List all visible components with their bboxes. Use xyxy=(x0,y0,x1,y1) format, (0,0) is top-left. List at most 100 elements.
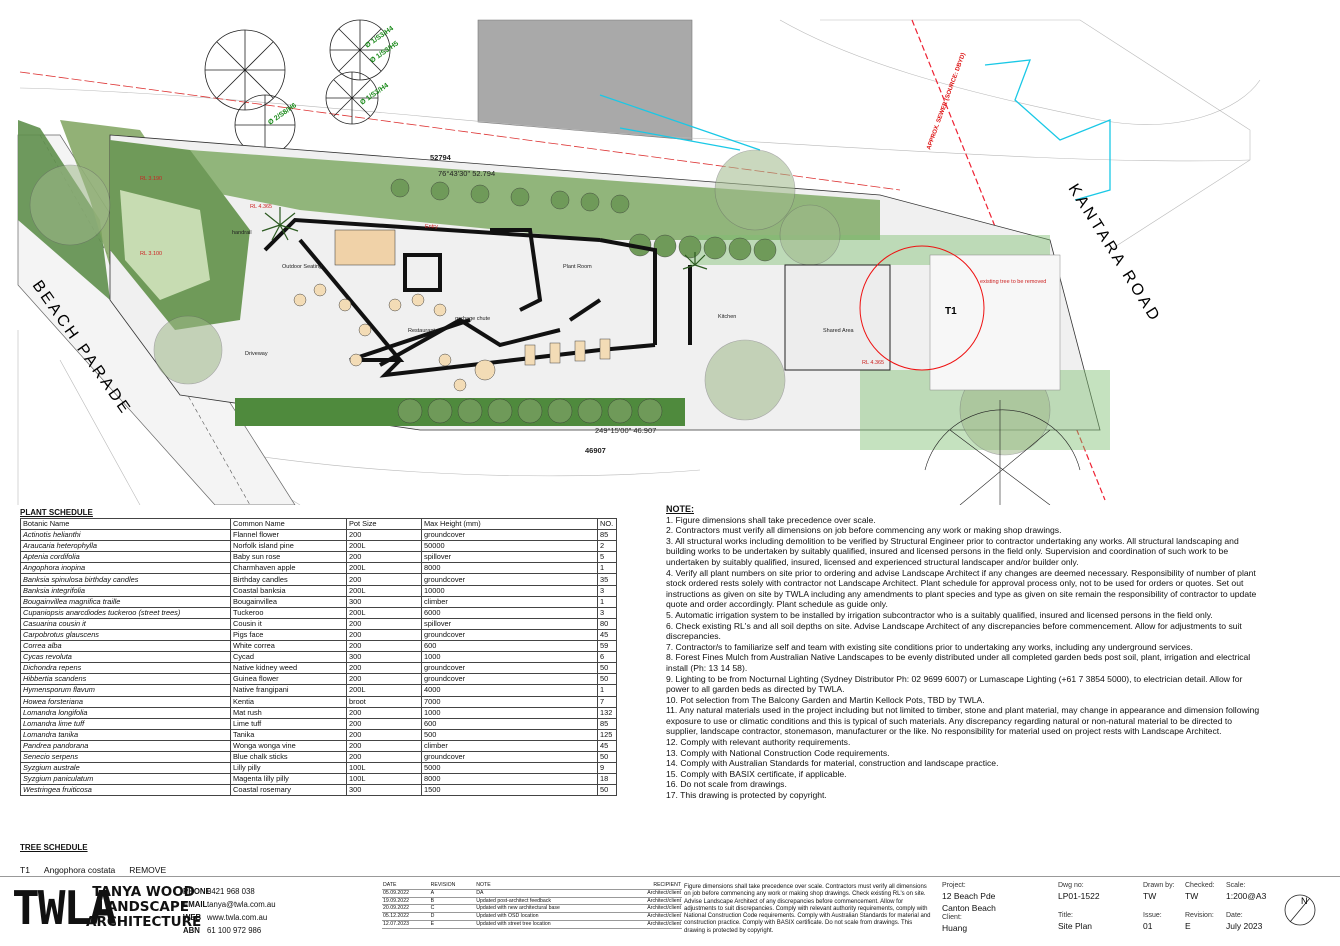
table-cell: Syzgium paniculatum xyxy=(20,773,231,786)
firm-name-line: TANYA WOOD xyxy=(92,884,195,900)
table-cell: 50000 xyxy=(421,540,598,553)
table-cell: 45 xyxy=(597,739,617,752)
table-cell: Norfolk island pine xyxy=(230,540,347,553)
label-garbage: garbage chute xyxy=(455,316,490,322)
table-cell: 132 xyxy=(597,706,617,719)
table-cell: Baby sun rose xyxy=(230,551,347,564)
lot-number-bottom: 46907 xyxy=(585,446,606,455)
project-line: Canton Beach xyxy=(942,903,996,913)
tree-canopies xyxy=(29,149,1051,456)
table-cell: Pandrea pandorana xyxy=(20,739,231,752)
tree-schedule: TREE SCHEDULE T1 Angophora costata REMOV… xyxy=(20,843,166,875)
revision-cell: 20.09.2022 xyxy=(382,904,430,914)
title-block: TWLA TANYA WOOD LANDSCAPE ARCHITECTURE P… xyxy=(0,876,1340,946)
shared-area-building xyxy=(784,264,891,371)
revision-cell: Updated with OSD location xyxy=(475,912,622,921)
revision-cell: Architect/client xyxy=(621,920,682,929)
table-cell: 35 xyxy=(597,573,617,586)
table-cell: Cupaniopsis anarcdiodes tuckeroo (street… xyxy=(20,606,231,619)
table-cell: Coastal banksia xyxy=(230,584,347,597)
table-cell: Cycad xyxy=(230,651,347,664)
table-cell: broot xyxy=(346,695,422,708)
label-rl: RL 3.190 xyxy=(140,176,162,182)
table-cell: Aptenia cordifolia xyxy=(20,551,231,564)
table-cell: Mat rush xyxy=(230,706,347,719)
contact-key: EMAIL xyxy=(183,900,208,909)
table-cell: 59 xyxy=(597,640,617,653)
table-cell: Native frangipani xyxy=(230,684,347,697)
label-rl: RL 4.365 xyxy=(862,360,884,366)
table-cell: 200 xyxy=(346,739,422,752)
table-cell: 1 xyxy=(597,562,617,575)
scale: 1:200@A3 xyxy=(1226,891,1267,901)
revision-cell: 12.07.2023 xyxy=(382,920,430,929)
table-cell: 50 xyxy=(597,673,617,686)
revision-cell: DA xyxy=(475,889,622,898)
table-cell: Cousin it xyxy=(230,617,347,630)
revision-cell: Architect/client xyxy=(621,904,682,914)
table-cell: Araucaria heterophylla xyxy=(20,540,231,553)
table-cell: 300 xyxy=(346,651,422,664)
table-cell: 10000 xyxy=(421,584,598,597)
revision-column-header: NOTE xyxy=(475,882,622,890)
dwg-number: LP01-1522 xyxy=(1058,891,1100,901)
building-walls xyxy=(263,217,692,378)
note-item: 7. Contractor/s to familiarize self and … xyxy=(666,641,1193,652)
sewer-label: APPROX. SEWER (SOURCE: DBYD) xyxy=(926,52,967,151)
label-handrail: handrail xyxy=(232,230,252,236)
table-cell: 600 xyxy=(421,717,598,730)
bearing-top: 76°43'30" 52.794 xyxy=(438,169,495,178)
note-item: 15. Comply with BASIX certificate, if ap… xyxy=(666,768,847,779)
issue-label: Issue: xyxy=(1143,912,1162,919)
table-cell: 45 xyxy=(597,628,617,642)
label-driveway: Driveway xyxy=(245,351,268,357)
table-cell: Lomandra lime tuff xyxy=(20,717,231,730)
revision-cell: A xyxy=(429,889,476,898)
label-tree-t1: T1 xyxy=(945,306,957,317)
table-cell: 200 xyxy=(346,628,422,642)
existing-trees-top xyxy=(204,19,391,156)
table-cell: Westringea fruiticosa xyxy=(20,784,231,797)
firm-logo: TWLA xyxy=(12,881,117,935)
table-cell: Bougainvillea xyxy=(230,595,347,608)
sewer-line xyxy=(911,19,1106,501)
table-cell: 200 xyxy=(346,662,422,675)
note-item: 16. Do not scale from drawings. xyxy=(666,779,787,790)
table-cell: 18 xyxy=(597,773,617,786)
table-cell: climber xyxy=(421,595,598,608)
table-cell: 200L xyxy=(346,562,422,575)
revision-cell: Architect/client xyxy=(621,897,682,906)
outdoor-tables xyxy=(293,283,611,392)
note-item: 13. Comply with National Construction Co… xyxy=(666,747,890,758)
note-item: 4. Verify all plant numbers on site prio… xyxy=(666,567,1257,610)
checked-block: Checked: TW Revision: E xyxy=(1185,881,1215,931)
table-cell: Banksia integrifolia xyxy=(20,584,231,597)
scale-block: Scale: 1:200@A3 Date: July 2023 xyxy=(1226,881,1266,931)
firm-name-line: ARCHITECTURE xyxy=(86,914,202,930)
label-outdoor-seating: Outdoor Seating xyxy=(282,264,322,270)
table-cell: 1 xyxy=(597,684,617,697)
plant-schedule-title: PLANT SCHEDULE xyxy=(20,508,93,517)
table-cell: 200 xyxy=(346,617,422,630)
dwg-label: Dwg no: xyxy=(1058,882,1084,889)
date: July 2023 xyxy=(1226,921,1263,931)
